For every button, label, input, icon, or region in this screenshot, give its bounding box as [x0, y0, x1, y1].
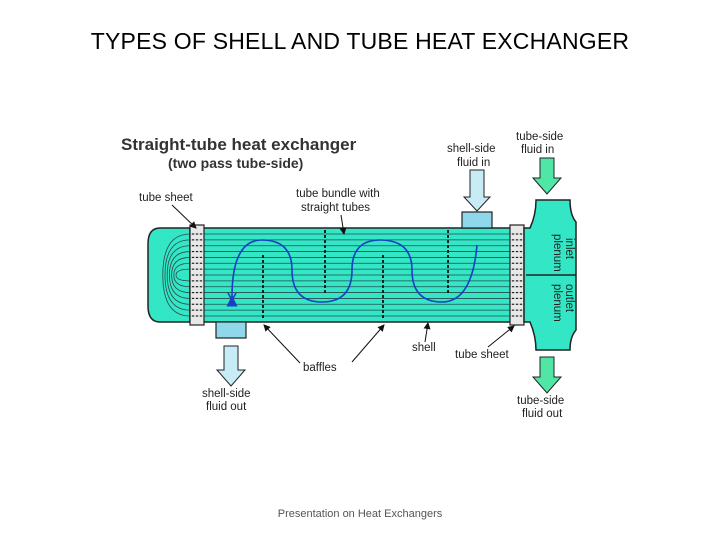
tube-side-in-arrow — [531, 157, 563, 195]
shell-side-in-arrow — [462, 169, 492, 212]
tube-side-in-label-1: tube-side — [516, 131, 563, 143]
tube-bend — [171, 257, 191, 293]
baffles-label: baffles — [303, 362, 337, 374]
shell-inlet-nozzle — [461, 211, 493, 229]
tube-sheet-left — [189, 224, 205, 326]
tube-bundle — [190, 233, 524, 317]
tube-bend — [175, 268, 191, 282]
shell-side-out-arrow — [215, 345, 247, 387]
shell-outlet-nozzle — [215, 321, 247, 339]
tube-sheet-right — [509, 224, 525, 326]
leader-lines — [171, 204, 515, 364]
shell-flow-arrowhead — [227, 292, 237, 302]
outlet-plenum-label-2: plenum — [551, 284, 563, 322]
tube-bend — [168, 251, 191, 299]
inlet-plenum-label-1: inlet — [563, 238, 575, 260]
slide-footer: Presentation on Heat Exchangers — [277, 508, 443, 520]
shell-flow-path — [226, 239, 478, 307]
tube-bend — [164, 239, 191, 311]
tube-bundle-label-2: straight tubes — [301, 202, 370, 214]
diagram-subtitle: (two pass tube-side) — [168, 155, 303, 171]
diagram-title: Straight-tube heat exchanger — [121, 135, 357, 154]
tube-bend — [162, 233, 191, 317]
shell-side-in-label-1: shell-side — [447, 143, 496, 155]
tube-side-out-label-2: fluid out — [522, 408, 563, 420]
slide-title: TYPES OF SHELL AND TUBE HEAT EXCHANGER — [90, 28, 630, 54]
tube-side-in-label-2: fluid in — [521, 144, 554, 156]
tube-side-out-label-1: tube-side — [517, 395, 564, 407]
head-tube-bends — [162, 233, 191, 317]
shell-side-in-label-2: fluid in — [457, 157, 490, 169]
shell-side-out-label-2: fluid out — [206, 401, 247, 413]
shell-side-out-label-1: shell-side — [202, 388, 251, 400]
inlet-plenum-label-2: plenum — [551, 234, 563, 272]
tube-sheet-right-label: tube sheet — [455, 349, 510, 361]
shell-label: shell — [412, 342, 436, 354]
tube-sheet-left-label: tube sheet — [139, 192, 194, 204]
tube-bend — [166, 245, 191, 305]
tube-bundle-label-1: tube bundle with — [296, 188, 380, 200]
baffles-group — [262, 230, 449, 320]
outlet-plenum-label-1: outlet — [563, 284, 575, 313]
tube-side-out-arrow — [531, 356, 563, 394]
tube-bend — [173, 262, 191, 288]
